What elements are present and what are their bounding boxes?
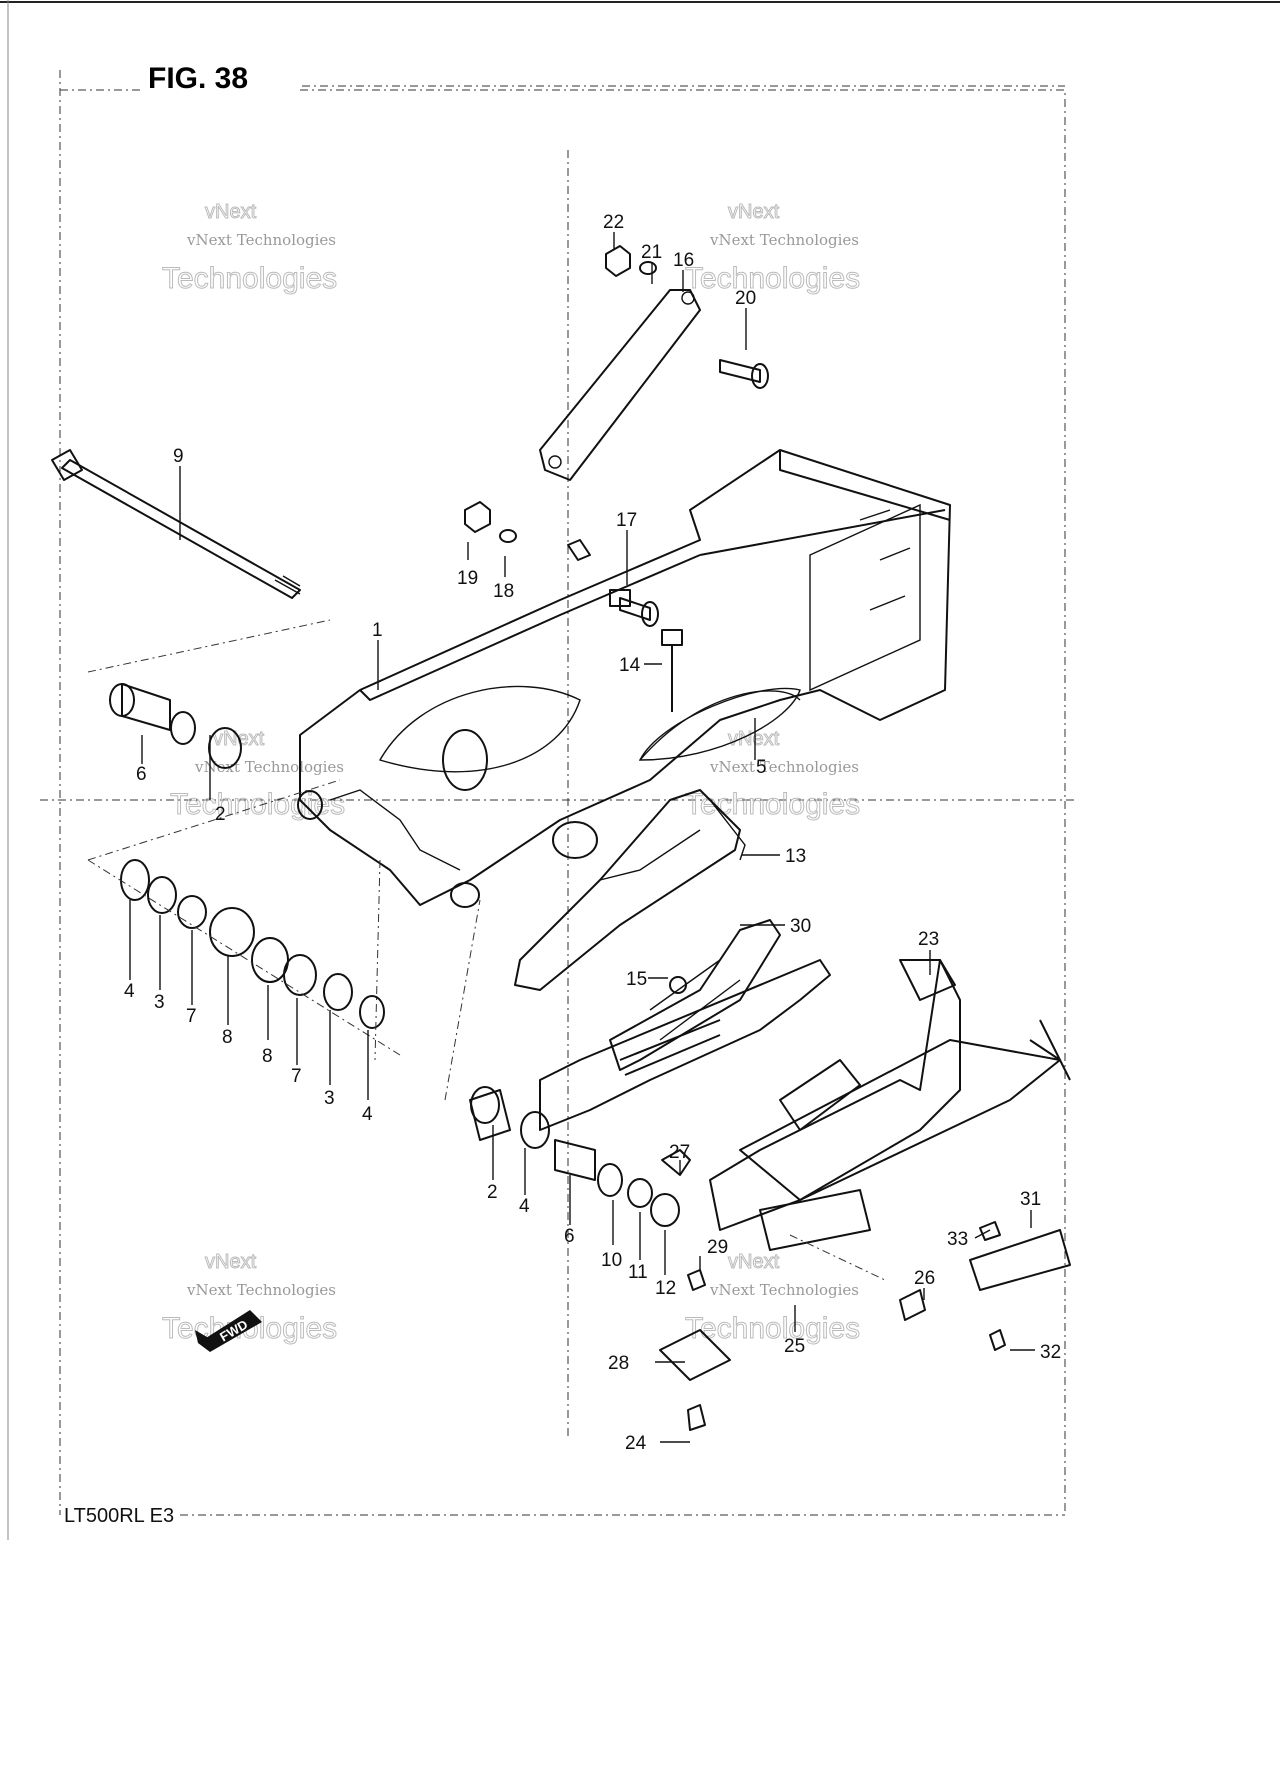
swingarm [297,449,951,908]
part-label: 13 [785,846,806,867]
part-label: 27 [669,1142,690,1163]
watermark-top-left: vNext vNext Technologies Technologies [162,201,338,296]
part-label: 9 [173,446,184,467]
part-label: 33 [947,1229,968,1250]
upper-link [539,289,701,481]
part-label: 12 [655,1278,676,1299]
part-label: 6 [136,764,147,785]
svg-text:vNext: vNext [205,1251,257,1273]
part-label: 32 [1040,1342,1061,1363]
model-code: LT500RL E3 [64,1505,174,1527]
svg-text:Technologies: Technologies [685,262,860,295]
part-label: 19 [457,568,478,589]
figure-title: FIG. 38 [148,62,248,95]
watermark-bottom-right: vNext vNext Technologies Technologies [685,1251,861,1346]
svg-text:vNext: vNext [728,728,780,750]
svg-text:Technologies: Technologies [685,1312,860,1345]
svg-text:vNext Technologies: vNext Technologies [186,1281,336,1299]
part-label: 26 [914,1268,935,1289]
part-label: 1 [372,620,383,641]
hardware-top [464,245,769,712]
part-label: 8 [222,1027,233,1048]
part-label: 17 [616,510,637,531]
svg-text:Technologies: Technologies [685,788,860,821]
explode-lines [87,619,886,1281]
brackets [539,959,1071,1251]
watermark-bottom-left: vNext vNext Technologies Technologies [162,1251,338,1346]
part-label: 4 [519,1196,530,1217]
part-label: 4 [362,1104,373,1125]
svg-text:vNext Technologies: vNext Technologies [194,758,344,776]
chain-guide [514,789,746,994]
part-label: 2 [487,1182,498,1203]
part-label: 8 [262,1046,273,1067]
part-label: 18 [493,581,514,602]
svg-text:vNext Technologies: vNext Technologies [709,1281,859,1299]
part-label: 16 [673,250,694,271]
part-label: 7 [186,1006,197,1027]
watermark-top-right: vNext vNext Technologies Technologies [685,201,861,296]
part-label: 14 [619,655,641,676]
svg-text:Technologies: Technologies [162,262,337,295]
part-label: 31 [1020,1189,1041,1210]
part-label: 2 [215,804,226,825]
watermark-mid-left: vNext vNext Technologies Technologies [170,728,346,822]
part-label: 7 [291,1066,302,1087]
part-label: 10 [601,1250,622,1271]
pivot-shaft [51,449,301,599]
leader-lines [129,232,1035,1443]
svg-text:vNext Technologies: vNext Technologies [709,231,859,249]
frame [0,0,1280,1540]
svg-text:vNext: vNext [205,201,257,223]
chain-slider [609,919,781,1071]
part-label: 5 [756,757,767,778]
part-label: 4 [124,981,135,1002]
svg-text:vNext: vNext [728,1251,780,1273]
svg-text:Technologies: Technologies [170,788,345,821]
bearing-stack-center [469,1086,1071,1431]
part-label: 29 [707,1237,728,1258]
part-label: 28 [608,1353,629,1374]
part-label: 20 [735,288,756,309]
part-labels: 22 21 16 20 9 17 19 18 1 14 13 30 23 15 … [124,212,1061,1454]
part-label: 25 [784,1336,805,1357]
part-label: 15 [626,969,647,990]
svg-text:vNext Technologies: vNext Technologies [709,758,859,776]
svg-text:vNext Technologies: vNext Technologies [186,231,336,249]
bearing-stack-left [109,683,385,1029]
part-label: 22 [603,212,624,233]
watermark-mid-right: vNext vNext Technologies Technologies [685,728,861,822]
part-label: 30 [790,916,811,937]
part-label: 23 [918,929,939,950]
svg-text:vNext: vNext [728,201,780,223]
part-label: 11 [628,1262,648,1283]
part-label: 3 [324,1088,335,1109]
part-label: 3 [154,992,165,1013]
part-label: 24 [625,1433,647,1454]
part-label: 6 [564,1226,575,1247]
part-label: 21 [641,242,662,263]
